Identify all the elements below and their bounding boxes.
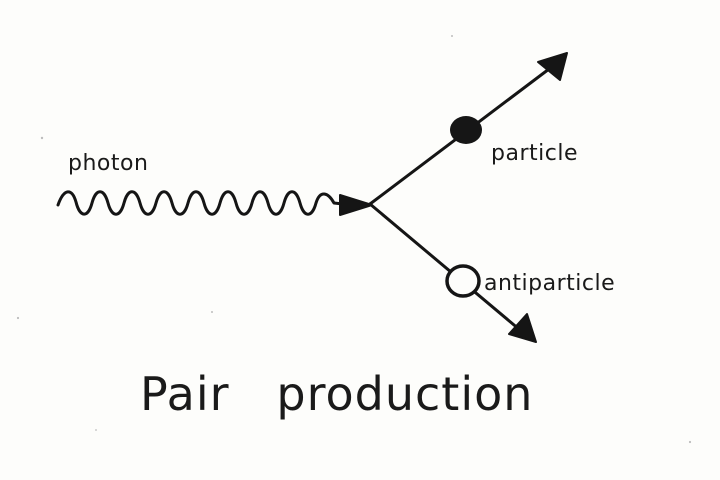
photon-label: photon (68, 151, 148, 176)
antiparticle-arrowhead (508, 313, 537, 343)
antiparticle-label: antiparticle (484, 271, 615, 296)
particle-marker (450, 116, 482, 144)
particle-label: particle (491, 141, 578, 166)
photon-arrowhead (339, 194, 373, 216)
diagram-title: Pair production (140, 367, 533, 421)
photon-wave (56, 190, 354, 216)
paper-speckles (16, 35, 692, 444)
particle-arrowhead (537, 52, 568, 81)
antiparticle-track (368, 202, 522, 332)
antiparticle-marker (445, 264, 481, 298)
